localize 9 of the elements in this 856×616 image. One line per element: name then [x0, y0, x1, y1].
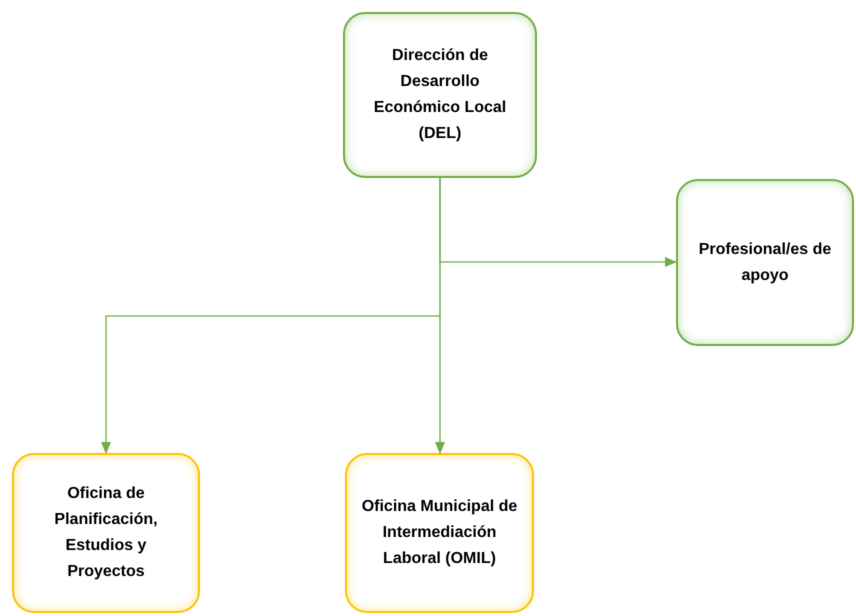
connector-arrow — [435, 178, 445, 454]
box-label: Oficina Municipal de Intermediación Laboral (OMIL) — [360, 497, 518, 569]
rounded-box — [343, 12, 537, 178]
box-label: Dirección de Desarrollo Económico Local (DEL) — [372, 46, 508, 144]
rounded-box — [12, 453, 200, 613]
rounded-box — [345, 453, 534, 613]
box-label: Oficina de Planificación, Estudios y Proyectos — [53, 484, 159, 582]
box-label: Profesional/es de apoyo — [698, 240, 832, 286]
rounded-box — [676, 179, 854, 346]
